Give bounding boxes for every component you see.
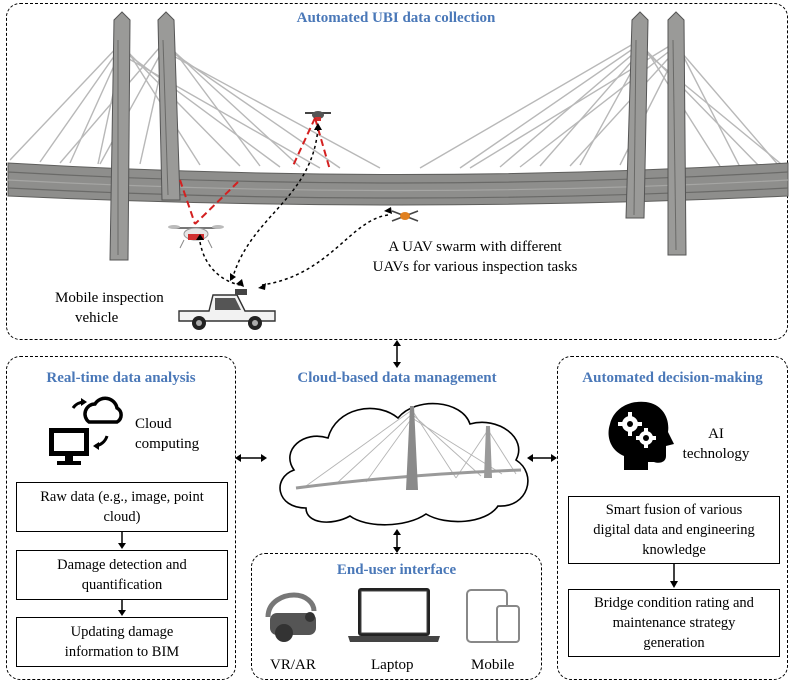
cloud-data-management-title: Cloud-based data management	[297, 370, 497, 386]
damage-detection-step-line1: Damage detection and	[57, 557, 187, 573]
laptop-icon	[348, 588, 440, 642]
cloud-computing-label-line2: computing	[135, 436, 200, 452]
real-time-analysis-panel	[6, 356, 236, 680]
uav-swarm-label-line2: UAVs for various inspection tasks	[372, 259, 578, 275]
automated-decision-panel	[557, 356, 788, 680]
end-user-interface-panel	[251, 553, 542, 680]
device-label-vr-ar: VR/AR	[270, 657, 316, 673]
condition-rating-step-line1: Bridge condition rating and	[594, 595, 754, 611]
uav-drone-right	[391, 210, 419, 222]
ai-technology-label-line1: AI	[708, 426, 724, 442]
cloud-computing-icon	[49, 396, 123, 465]
left-flow-arrows	[118, 532, 126, 616]
ai-technology-label-line2: technology	[682, 446, 750, 462]
uav-scan-and-link-lines	[179, 117, 392, 290]
raw-data-step: Raw data (e.g., image, point cloud)	[16, 482, 228, 532]
update-bim-step-line1: Updating damage	[70, 624, 174, 640]
real-time-analysis-title: Real-time data analysis	[46, 370, 196, 386]
smart-fusion-step-line3: knowledge	[642, 542, 706, 558]
vehicle-label-line1: Mobile inspection	[55, 290, 164, 306]
ai-technology-label: AI technology	[676, 424, 756, 464]
vehicle-label-line2: vehicle	[75, 310, 119, 326]
raw-data-step-line2: cloud)	[103, 509, 141, 525]
smart-fusion-step: Smart fusion of various digital data and …	[568, 496, 780, 564]
cloud-computing-label-line1: Cloud	[135, 416, 172, 432]
automated-decision-title: Automated decision-making	[582, 370, 763, 386]
update-bim-step-line2: information to BIM	[64, 644, 180, 660]
uav-swarm-label-line1: A UAV swarm with different	[388, 239, 562, 255]
right-flow-arrow	[670, 564, 678, 588]
vehicle-label: Mobile inspection vehicle	[55, 288, 164, 328]
condition-rating-step-line3: generation	[643, 635, 705, 651]
condition-rating-step-line2: maintenance strategy	[612, 615, 736, 631]
mobile-device-icon	[466, 589, 520, 643]
device-label-mobile: Mobile	[471, 657, 515, 673]
update-bim-step: Updating damage information to BIM	[16, 617, 228, 667]
cable-stayed-bridge-illustration	[7, 11, 789, 261]
raw-data-step-line1: Raw data (e.g., image, point	[40, 489, 204, 505]
uav-drone-top	[305, 111, 331, 121]
device-label-laptop: Laptop	[371, 657, 414, 673]
smart-fusion-step-line1: Smart fusion of various	[605, 502, 743, 518]
uav-swarm-label: A UAV swarm with different UAVs for vari…	[355, 237, 595, 277]
end-user-interface-title: End-user interface	[336, 562, 457, 578]
vr-ar-headset-icon	[265, 592, 317, 642]
ai-head-gears-icon	[608, 401, 674, 470]
damage-detection-step: Damage detection and quantification	[16, 550, 228, 600]
uav-data-collection-title: Automated UBI data collection	[296, 10, 496, 26]
smart-fusion-step-line2: digital data and engineering	[593, 522, 755, 538]
damage-detection-step-line2: quantification	[81, 577, 163, 593]
mobile-inspection-vehicle-icon	[178, 289, 276, 330]
cloud-computing-label: Cloud computing	[135, 414, 199, 454]
cloud-bridge-illustration	[279, 402, 529, 526]
condition-rating-step: Bridge condition rating and maintenance s…	[568, 589, 780, 657]
